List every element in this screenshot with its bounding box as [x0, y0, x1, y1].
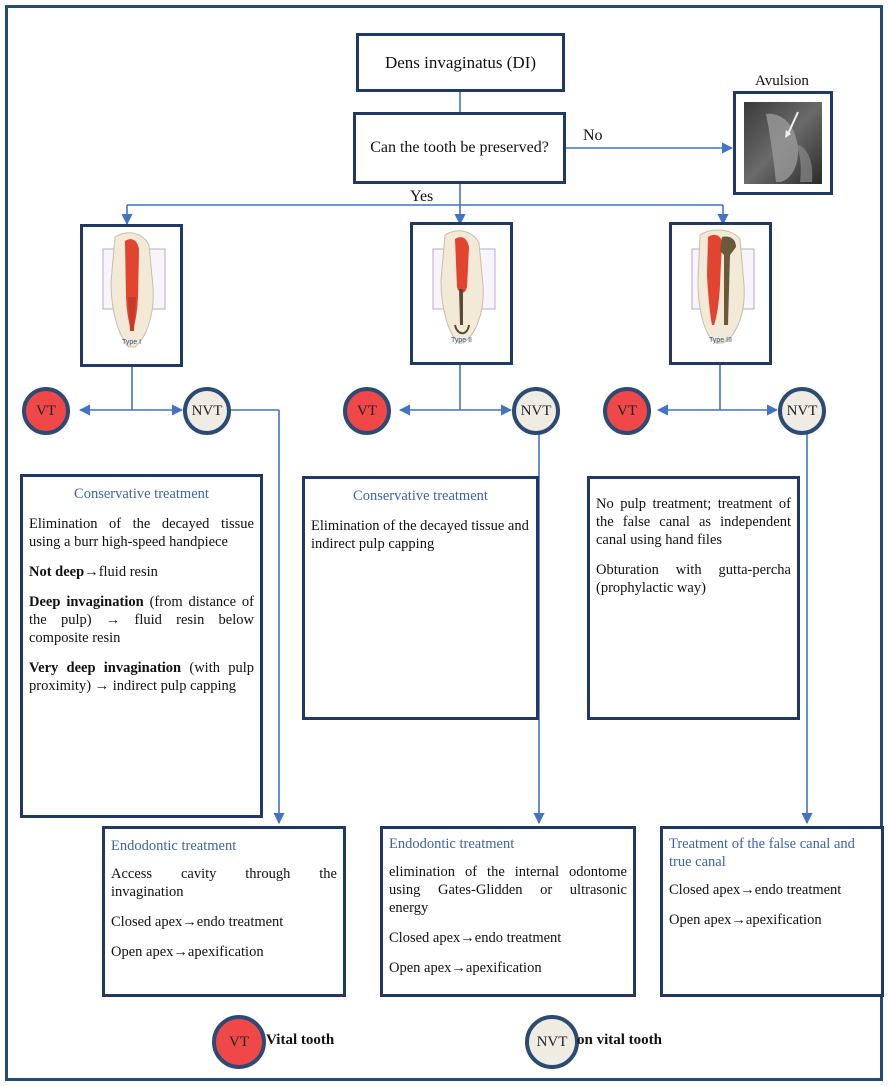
endodontic-box-type-3: Treatment of the false canal and true ca…: [660, 826, 884, 997]
endodontic-2-text-1: elimination of the internal odontome usi…: [389, 864, 627, 916]
tooth-type-1-icon: [102, 232, 166, 348]
legend-nvt-node: NVT: [525, 1015, 579, 1069]
avulsion-label: Avulsion: [755, 73, 809, 89]
title-text: Dens invaginatus (DI): [384, 52, 537, 72]
tooth-type-1-label: Type I: [121, 339, 142, 346]
conservative-1-text-3: Deep invagination (from distance of the …: [29, 594, 254, 646]
title-box: Dens invaginatus (DI): [356, 33, 565, 92]
endodontic-heading-3: Treatment of the false canal and true ca…: [669, 836, 855, 870]
legend-vt-node: VT: [212, 1015, 266, 1069]
endodontic-2-text-2: Closed apex→endo treatment: [389, 930, 562, 946]
endodontic-heading-1: Endodontic treatment: [111, 838, 237, 854]
tooth-type-2-image: Type II: [410, 222, 513, 365]
conservative-3-text-1: No pulp treatment; treatment of the fals…: [596, 496, 791, 548]
xray-icon: [744, 102, 822, 184]
tooth-type-3-image: Type III: [669, 222, 772, 365]
vt-node-3: VT: [603, 387, 651, 435]
conservative-3-text-2: Obturation with gutta-percha (prophylact…: [596, 562, 791, 596]
nvt-node-2: NVT: [512, 387, 560, 435]
diagram-frame: [5, 5, 883, 1081]
endodontic-box-type-2: Endodontic treatment elimination of the …: [380, 826, 636, 997]
question-text: Can the tooth be preserved?: [370, 139, 549, 156]
tooth-type-1-image: Type I: [80, 224, 183, 367]
endodontic-1-text-1: Access cavity through the invagination: [111, 866, 337, 900]
avulsion-xray-image: [733, 91, 833, 195]
conservative-heading-2: Conservative treatment: [353, 488, 488, 504]
conservative-heading-1: Conservative treatment: [74, 486, 209, 502]
endodontic-2-text-3: Open apex→apexification: [389, 960, 542, 976]
conservative-1-text-4: Very deep invagination (with pulp proxim…: [29, 660, 255, 694]
legend-vt-text: Vital tooth: [266, 1032, 335, 1048]
conservative-1-text-2: Not deep→fluid resin: [29, 564, 158, 580]
tooth-type-2-label: Type II: [450, 337, 472, 344]
conservative-box-type-2: Conservative treatment Elimination of th…: [302, 476, 539, 720]
conservative-box-type-1: Conservative treatment Elimination of th…: [20, 474, 263, 818]
conservative-2-text-1: Elimination of the decayed tissue and in…: [311, 518, 529, 552]
endodontic-box-type-1: Endodontic treatment Access cavity throu…: [102, 826, 346, 997]
tooth-type-3-icon: [691, 229, 755, 344]
conservative-1-text-1: Elimination of the decayed tissue using …: [29, 516, 254, 550]
conservative-box-type-3: No pulp treatment; treatment of the fals…: [587, 476, 800, 720]
tooth-type-2-icon: [432, 230, 496, 344]
endodontic-heading-2: Endodontic treatment: [389, 836, 515, 852]
legend-nvt-text: on vital tooth: [577, 1032, 663, 1048]
nvt-node-3: NVT: [778, 387, 826, 435]
endodontic-3-text-2: Open apex→apexification: [669, 912, 822, 928]
question-box: Can the tooth be preserved?: [353, 112, 566, 184]
vt-node-2: VT: [343, 387, 391, 435]
tooth-type-3-label: Type III: [709, 337, 732, 344]
endodontic-3-text-1: Closed apex→endo treatment: [669, 882, 842, 898]
nvt-node-1: NVT: [183, 387, 231, 435]
no-label: No: [583, 127, 603, 144]
endodontic-1-text-3: Open apex→apexification: [111, 944, 264, 960]
endodontic-1-text-2: Closed apex→endo treatment: [111, 914, 284, 930]
yes-label: Yes: [410, 188, 434, 205]
vt-node-1: VT: [22, 387, 70, 435]
